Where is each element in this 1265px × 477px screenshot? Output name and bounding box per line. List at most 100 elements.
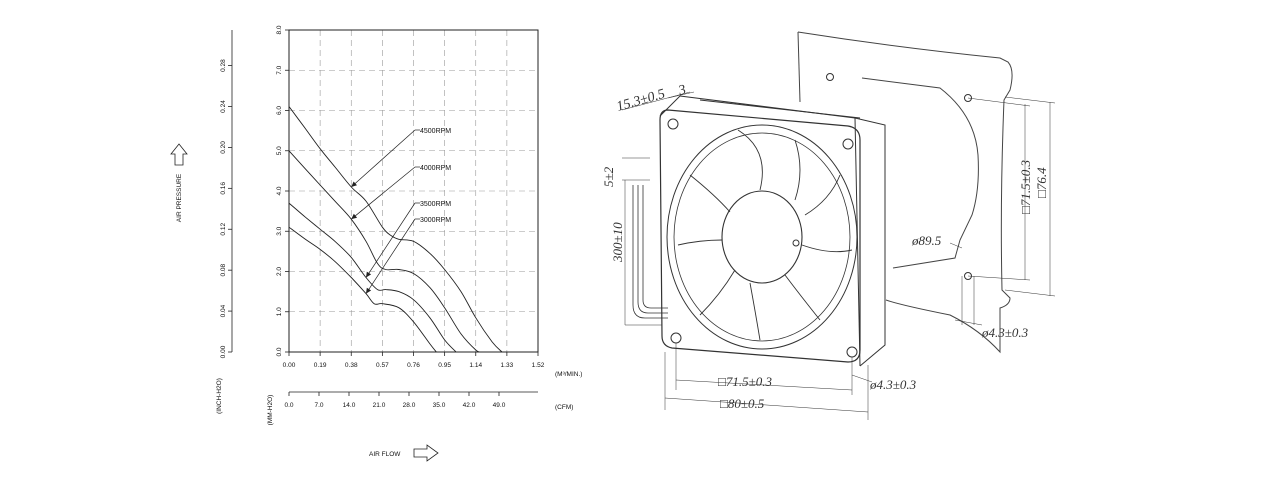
x-tick-label: 0.76: [407, 362, 420, 369]
x-unit-label: (M³/MIN.): [555, 371, 582, 378]
x-tick-label: 1.33: [501, 362, 514, 369]
fan-side-edge: [854, 117, 861, 367]
x2-tick-label: 0.0: [284, 402, 293, 409]
leader-line: [365, 218, 416, 294]
y2-tick-label: 0.04: [220, 304, 227, 317]
series-label: 3000RPM: [420, 217, 451, 224]
chart-ticks: 0.00 0.19 0.38 0.57 0.76 0.95 1.14 1.33 1.52 0.0 1…: [220, 25, 545, 409]
fan-venturi-inner: [673, 132, 851, 342]
x2-tick-label: 35.0: [433, 402, 446, 409]
series-label: 4500RPM: [420, 128, 451, 135]
y-tick-label: 6.0: [276, 106, 283, 115]
fan-hub: [721, 190, 803, 284]
x-tick-label: 0.00: [283, 362, 296, 369]
leader-arrow-icon: [365, 271, 372, 278]
y2-tick-label: 0.08: [220, 263, 227, 276]
fan-top-rib: [699, 99, 861, 119]
side-size-dim-text: □76.4: [1034, 167, 1049, 198]
panel-hole-icon: [826, 73, 834, 81]
panel-hole-icon: [964, 94, 972, 102]
leader-arrow-icon: [365, 287, 372, 294]
x-tick-label: 0.95: [438, 362, 451, 369]
lead-wire: [642, 185, 668, 309]
y2-tick-label: 0.28: [220, 59, 227, 72]
x2-tick-label: 42.0: [463, 402, 476, 409]
fan-frame: [659, 109, 861, 363]
bottom-size-dim: [664, 397, 869, 413]
series-line-4500rpm: [288, 106, 503, 353]
depth-dim-line: [621, 91, 691, 111]
lead-strip-dim-text: 5±2: [601, 166, 616, 187]
dimension-labels: 15.3±0.5 3 5±2 300±10 □71.5±0.3 □76.4 ø8…: [601, 82, 1049, 411]
x-tick-label: 1.14: [469, 362, 482, 369]
series-labels: 4500RPM 4000RPM 3500RPM 3000RPM: [351, 128, 451, 294]
y-tick-label: 3.0: [276, 226, 283, 235]
corner-hole-icon: [670, 332, 682, 344]
depth-dim-text: 15.3±0.5: [615, 87, 667, 115]
lead-length-dim-text: 300±10: [610, 222, 625, 263]
bottom-screw-dim-text: ø4.3±0.3: [869, 377, 917, 392]
corner-hole-icon: [846, 346, 858, 358]
y-tick-label: 2.0: [276, 267, 283, 276]
mounting-panel: [797, 31, 1013, 354]
flange-dim-text: 3: [676, 82, 688, 99]
y2-tick-label: 0.16: [220, 182, 227, 195]
y2-tick-label: 0.24: [220, 100, 227, 113]
fan-blades: [677, 129, 853, 341]
y-tick-label: 8.0: [276, 25, 283, 34]
fan-side: [679, 95, 886, 367]
y-tick-label: 1.0: [276, 307, 283, 316]
y-tick-label: 7.0: [276, 65, 283, 74]
series-label: 3500RPM: [420, 201, 451, 208]
panel-edge: [797, 31, 801, 103]
lead-wire: [632, 185, 668, 319]
leader-arrow-icon: [351, 181, 358, 187]
series-line-4000rpm: [288, 150, 481, 353]
flange-dim-line: [667, 91, 695, 99]
x2-unit-label: (CFM): [555, 404, 573, 411]
x-axis-title: AIR FLOW: [369, 451, 401, 458]
y-axis-title: AIR PRESSURE: [176, 173, 183, 222]
panel-screw-dim-text: ø4.3±0.3: [981, 325, 1029, 340]
corner-hole-icon: [842, 138, 854, 150]
bottom-pitch-dim-text: □71.5±0.3: [718, 374, 772, 389]
y-tick-label: 0.0: [276, 347, 283, 356]
x2-tick-label: 28.0: [403, 402, 416, 409]
side-pitch-dim-text: □71.5±0.3: [1018, 160, 1033, 214]
air-flow-arrow-icon: [413, 444, 439, 462]
x2-tick-label: 14.0: [343, 402, 356, 409]
leader-line: [365, 202, 416, 278]
chart-series: [288, 106, 503, 353]
lead-dim-line: [624, 180, 662, 326]
series-label: 4000RPM: [420, 165, 451, 172]
leader-line: [351, 129, 416, 188]
bottom-pitch-dim: [675, 379, 853, 391]
fan-top-edge: [659, 95, 681, 117]
leader-line: [351, 166, 416, 220]
corner-hole-icon: [667, 118, 679, 130]
fan-drawing: [621, 31, 1056, 420]
y2-tick-label: 0.00: [220, 345, 227, 358]
x-tick-label: 0.57: [376, 362, 389, 369]
panel-cutout: [861, 77, 979, 269]
air-pressure-arrow-icon: [170, 143, 188, 166]
chart-grid: [289, 30, 538, 352]
lead-wire: [637, 185, 668, 314]
y-tick-label: 5.0: [276, 146, 283, 155]
performance-chart: 0.00 0.19 0.38 0.57 0.76 0.95 1.14 1.33 1.52 0.0 1…: [170, 25, 582, 462]
x2-tick-label: 21.0: [373, 402, 386, 409]
y2-unit-label: (INCH-H2O): [216, 378, 223, 414]
bottom-size-dim-text: □80±0.5: [720, 396, 765, 411]
hub-label-dot: [792, 239, 800, 247]
x-tick-label: 0.38: [345, 362, 358, 369]
x2-tick-label: 7.0: [314, 402, 323, 409]
x-tick-label: 1.52: [532, 362, 545, 369]
y-tick-label: 4.0: [276, 186, 283, 195]
y2-tick-label: 0.20: [220, 141, 227, 154]
series-line-3000rpm: [288, 226, 437, 353]
x2-tick-label: 49.0: [493, 402, 506, 409]
leader-arrow-icon: [351, 213, 358, 220]
x-tick-label: 0.19: [314, 362, 327, 369]
y-unit-label: (MM-H2O): [267, 395, 274, 426]
